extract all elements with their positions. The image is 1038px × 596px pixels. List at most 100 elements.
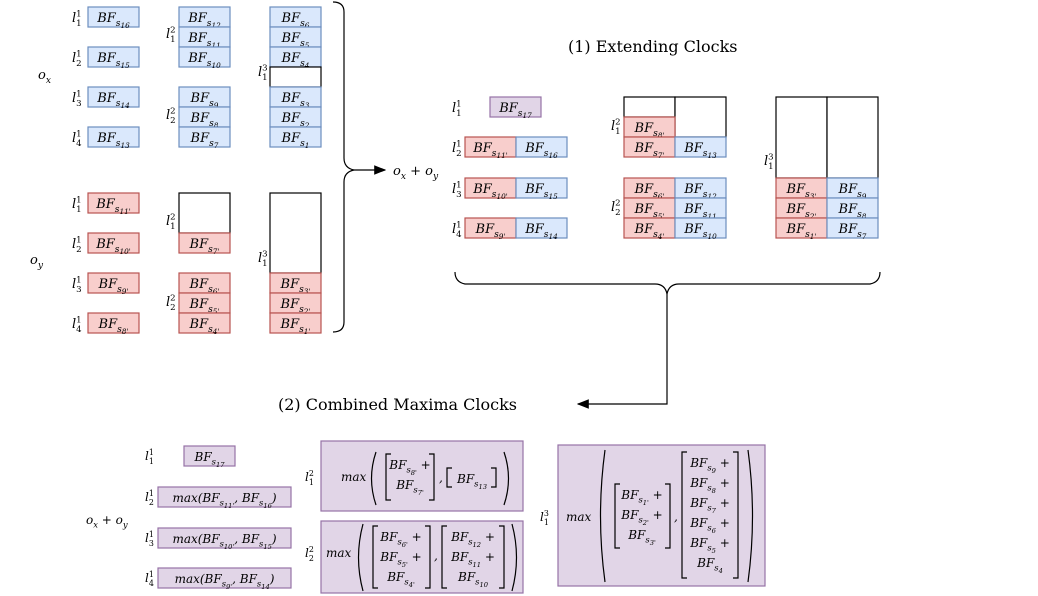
oy-l2-box-text: BFs6'	[189, 277, 220, 296]
comb-l2b-bracket	[425, 525, 431, 589]
svg-text:l: l	[305, 470, 309, 484]
ox-l2-box	[178, 46, 231, 68]
svg-text:l: l	[305, 546, 309, 560]
comb-l2b-paren-left	[357, 523, 364, 592]
ext-l1-blue-box	[515, 177, 568, 199]
oy-l1-box-text: BFs10'	[95, 237, 131, 256]
svg-text:1: 1	[76, 236, 81, 246]
ox-l1-box-text: BFs16	[96, 11, 130, 30]
svg-text:l: l	[258, 65, 262, 80]
ox-l3-box-text: BFs3	[281, 91, 310, 110]
comb-l3-bracket	[665, 483, 671, 549]
ext-l1-purple-box	[489, 96, 542, 118]
svg-text:2: 2	[149, 498, 154, 507]
comb-l1-box	[157, 567, 292, 589]
oxoy-label: ox + oy	[393, 164, 439, 182]
oy-label: oy	[30, 253, 44, 271]
comb-l2a-box	[320, 440, 524, 512]
oy-l2-box-text: BFs7'	[189, 237, 220, 256]
svg-text:2: 2	[309, 554, 314, 563]
svg-text:3: 3	[262, 250, 267, 260]
title-extending-clocks: (1) Extending Clocks	[568, 37, 738, 56]
oy-l2-box	[178, 232, 231, 254]
svg-text:l: l	[166, 27, 170, 42]
svg-text:2: 2	[170, 116, 175, 126]
comb-l2b-bracket	[499, 525, 505, 589]
ext-l3-blue-box-text: BFs9	[838, 182, 867, 201]
ext-l2-empty-slot	[623, 96, 676, 118]
combined-oxoy-label: ox + oy	[86, 513, 128, 530]
comb-l1-box-text: max(BFs10', BFs15)	[172, 532, 276, 551]
oy-l1-box	[87, 232, 140, 254]
svg-text:1: 1	[149, 448, 154, 457]
svg-text:2: 2	[76, 245, 81, 255]
combine-arrow	[576, 294, 668, 409]
svg-text:1: 1	[76, 276, 81, 286]
ext-l1-blue-box	[515, 217, 568, 239]
comb-l3-entry: BFs6 +	[689, 516, 730, 535]
ox-l1-box-text: BFs15	[96, 51, 130, 70]
comb-l3-entry: BFs9 +	[689, 456, 730, 475]
comb-comma: ,	[439, 471, 443, 485]
svg-text:l: l	[72, 277, 76, 292]
svg-text:1: 1	[76, 19, 81, 29]
ext-l2-red-box-text: BFs8'	[634, 121, 665, 140]
comb-l2b-entry: BFs10	[457, 570, 489, 589]
comb-l1-box	[157, 486, 292, 508]
svg-text:1: 1	[170, 35, 175, 45]
ox-l1-box-text: BFs14	[96, 91, 130, 110]
svg-text:1: 1	[76, 10, 81, 20]
comb-l1-box-text: max(BFs11', BFs16)	[172, 491, 276, 510]
ext-l3-blue-box-text: BFs7	[838, 222, 867, 241]
comb-l2a-entry: BFs8' +	[388, 458, 430, 477]
svg-text:1: 1	[456, 181, 461, 191]
comb-l2b-entry: BFs12 +	[450, 530, 495, 549]
comb-l3-box	[557, 444, 766, 587]
svg-text:1: 1	[76, 316, 81, 326]
comb-l2b-entry: BFs6' +	[379, 530, 421, 549]
svg-text:3: 3	[768, 153, 773, 163]
oy-l2-box-text: BFs4'	[189, 317, 220, 336]
ox-l3-empty-slot	[269, 66, 322, 88]
ext-l2-blue-box	[674, 217, 727, 239]
comb-l2a-bracket	[385, 453, 391, 501]
svg-text:2: 2	[170, 294, 175, 304]
comb-l2a-entry: BFs7'	[395, 478, 424, 497]
svg-text:l: l	[72, 317, 76, 332]
comb-l1-box	[157, 527, 292, 549]
svg-text:4: 4	[76, 325, 82, 335]
oy-l1-box-text: BFs11'	[95, 197, 131, 216]
ext-l2-red-box-text: BFs4'	[634, 222, 665, 241]
svg-text:2: 2	[309, 545, 314, 554]
svg-text:1: 1	[456, 221, 461, 231]
comb-l2b-bracket	[372, 525, 378, 589]
ext-l1-blue-box	[515, 136, 568, 158]
comb-l3-entry: BFs7 +	[689, 496, 730, 515]
svg-text:2: 2	[170, 26, 175, 36]
svg-text:1: 1	[149, 530, 154, 539]
oy-l1-box	[87, 312, 140, 334]
comb-l2b-entry: BFs5' +	[379, 550, 421, 569]
svg-text:2: 2	[615, 208, 620, 218]
oy-l3-box	[269, 312, 322, 334]
ext-l3-blue-box-text: BFs8	[838, 202, 867, 221]
svg-text:1: 1	[309, 478, 314, 487]
svg-text:2: 2	[170, 303, 175, 313]
comb-l1-box-text: max(BFs9', BFs14)	[175, 572, 275, 591]
ox-l1-box-text: BFs13	[96, 131, 130, 150]
ext-l2-blue-box-text: BFs10	[683, 222, 717, 241]
oy-l1-box	[87, 272, 140, 294]
ox-l3-box	[269, 126, 322, 148]
svg-text:3: 3	[262, 64, 267, 74]
